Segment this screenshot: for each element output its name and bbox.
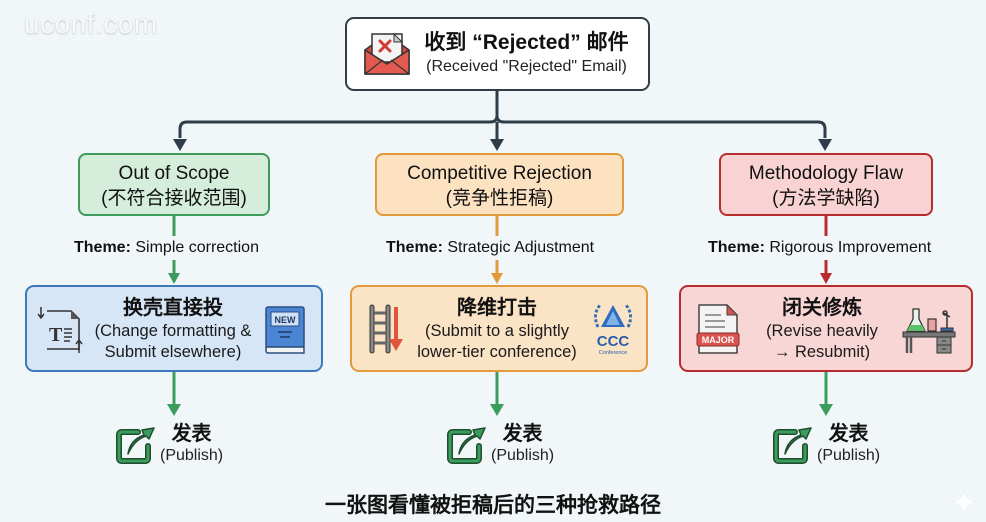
- action-revise-heavily: MAJOR 闭关修炼 (Revise heavily → Resubmit): [679, 285, 973, 372]
- conference-logo-text: CCC: [597, 333, 630, 350]
- category-title: Competitive Rejection: [407, 163, 592, 184]
- major-label: MAJOR: [702, 335, 735, 345]
- theme-value: Strategic Adjustment: [447, 239, 595, 256]
- action-title: 换壳直接投: [123, 296, 223, 319]
- conference-logo-subtext: Conference: [599, 350, 627, 356]
- svg-text:T: T: [49, 324, 63, 346]
- arrow-head-2: [490, 139, 504, 151]
- watermark: uconf.com: [24, 8, 158, 39]
- lab-desk-icon: [902, 307, 956, 353]
- root-node: 收到 “Rejected” 邮件 (Received "Rejected" Em…: [345, 17, 650, 91]
- arrow-head-3: [818, 139, 832, 151]
- outcome-title: 发表: [171, 423, 212, 445]
- theme-label: Theme:: [74, 239, 131, 256]
- conference-logo-icon: CCC Conference: [593, 303, 633, 356]
- action-subtitle-line1: (Revise heavily: [766, 321, 878, 340]
- rejected-email-icon: [364, 32, 410, 75]
- outcome-publish-2: 发表 (Publish): [447, 422, 554, 466]
- root-connector: [173, 91, 832, 151]
- document-format-icon: T: [37, 306, 83, 353]
- sparkle-icon: [951, 489, 977, 515]
- theme-3: Theme: Rigorous Improvement: [708, 239, 931, 257]
- category-title: Out of Scope: [118, 163, 230, 184]
- category-subtitle: (竞争性拒稿): [445, 188, 554, 209]
- action-change-formatting: T 换壳直接投 (Change formatting & Submit else…: [25, 285, 323, 372]
- theme-label: Theme:: [386, 239, 443, 256]
- category-subtitle: (不符合接收范围): [101, 188, 247, 209]
- action-subtitle-line2: Submit elsewhere): [104, 342, 242, 361]
- category-competitive-rejection: Competitive Rejection (竞争性拒稿): [375, 153, 624, 216]
- action-lower-tier: 降维打击 (Submit to a slightly lower-tier co…: [350, 285, 648, 372]
- outcome-subtitle: (Publish): [817, 447, 881, 464]
- major-revision-document-icon: MAJOR: [696, 303, 740, 354]
- new-book-label: NEW: [275, 315, 297, 325]
- outcome-publish-3: 发表 (Publish): [773, 422, 880, 466]
- outcome-title: 发表: [502, 423, 543, 445]
- outcome-subtitle: (Publish): [491, 447, 555, 464]
- publish-share-icon: [773, 427, 812, 464]
- action-subtitle-line1: (Submit to a slightly: [425, 321, 569, 340]
- category-out-of-scope: Out of Scope (不符合接收范围): [78, 153, 270, 216]
- ladder-down-icon: [369, 304, 403, 353]
- theme-label: Theme:: [708, 239, 765, 256]
- diagram-caption: 一张图看懂被拒稿后的三种抢救路径: [325, 494, 661, 517]
- action-title: 降维打击: [457, 296, 537, 319]
- action-title: 闭关修炼: [782, 296, 862, 319]
- theme-value: Simple correction: [135, 239, 259, 256]
- action-subtitle-line1: (Change formatting &: [94, 321, 252, 340]
- theme-value: Rigorous Improvement: [769, 239, 932, 256]
- category-title: Methodology Flaw: [748, 163, 904, 184]
- outcome-title: 发表: [828, 423, 869, 445]
- publish-share-icon: [447, 427, 486, 464]
- category-subtitle: (方法学缺陷): [772, 188, 880, 209]
- publish-share-icon: [116, 427, 155, 464]
- outcome-publish-1: 发表 (Publish): [116, 422, 223, 466]
- theme-2: Theme: Strategic Adjustment: [386, 239, 594, 257]
- root-subtitle: (Received "Rejected" Email): [426, 58, 627, 75]
- arrow-head-1: [173, 139, 187, 151]
- outcome-subtitle: (Publish): [160, 447, 224, 464]
- new-book-icon: NEW: [265, 305, 305, 354]
- root-title: 收到 “Rejected” 邮件: [424, 31, 629, 54]
- theme-1: Theme: Simple correction: [74, 239, 259, 257]
- action-subtitle-line2: → Resubmit): [773, 342, 871, 361]
- category-methodology-flaw: Methodology Flaw (方法学缺陷): [719, 153, 933, 216]
- action-subtitle-line2: lower-tier conference): [417, 342, 577, 361]
